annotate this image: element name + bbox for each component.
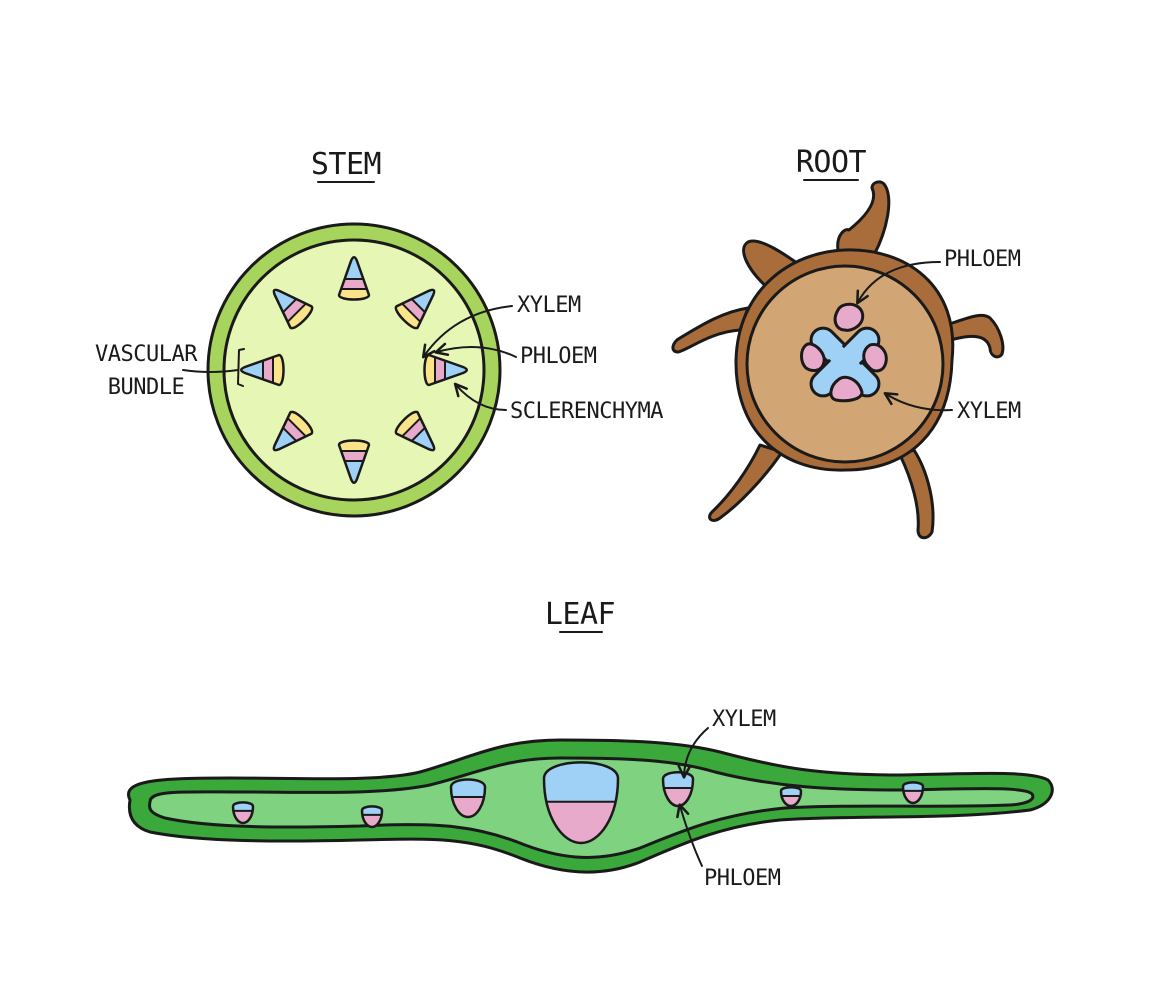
stem-sclerenchyma-arrow bbox=[453, 382, 507, 411]
stem-phloem-label: PHLOEM bbox=[520, 344, 597, 369]
vascular-bundle-label-line1: VASCULAR bbox=[95, 342, 198, 367]
stem-xylem-label: XYLEM bbox=[517, 293, 581, 318]
leaf-phloem-arrow bbox=[676, 803, 703, 867]
stem-xylem-arrow bbox=[421, 305, 513, 359]
root-xylem-arrow bbox=[883, 392, 953, 412]
stem-sclerenchyma-label: SCLERENCHYMA bbox=[510, 399, 663, 424]
root-xylem bbox=[809, 326, 881, 398]
leaf-vascular-bundle bbox=[779, 786, 803, 808]
root-hair-left bbox=[671, 306, 750, 354]
vascular-bundle-label-line2: BUNDLE bbox=[108, 375, 184, 400]
root-hair-top bbox=[836, 180, 891, 264]
root-phloem-arrow bbox=[856, 261, 941, 305]
leaf-section: LEAF XYLEM PHLOEM bbox=[127, 597, 1054, 891]
vascular-bundle-bracket bbox=[237, 348, 245, 387]
root-hair-lower-left bbox=[708, 443, 784, 522]
leaf-vascular-bundle bbox=[449, 778, 487, 819]
root-phloem-groups bbox=[800, 302, 888, 403]
leaf-xylem-arrow bbox=[677, 727, 709, 779]
stem-phloem-arrow bbox=[434, 342, 517, 358]
root-section: ROOT PHLOEM XYLEM bbox=[671, 145, 1021, 540]
root-hair-bottom bbox=[898, 448, 935, 540]
stem-section: STEM VASCULAR BUNDLE XYLEM PHLOEM SCLERE… bbox=[95, 147, 664, 518]
leaf-phloem-label: PHLOEM bbox=[704, 866, 781, 891]
leaf-vascular-bundle bbox=[901, 781, 925, 805]
stem-title: STEM bbox=[311, 147, 381, 182]
vascular-bundle-pointer bbox=[182, 369, 239, 373]
root-phloem-label: PHLOEM bbox=[944, 247, 1021, 272]
root-xylem-label: XYLEM bbox=[957, 399, 1021, 424]
leaf-title: LEAF bbox=[545, 597, 615, 632]
leaf-vascular-bundle bbox=[360, 805, 384, 829]
leaf-xylem-label: XYLEM bbox=[712, 707, 776, 732]
root-hairs bbox=[671, 180, 1005, 540]
root-title: ROOT bbox=[796, 145, 867, 180]
leaf-vascular-bundle bbox=[231, 801, 255, 825]
